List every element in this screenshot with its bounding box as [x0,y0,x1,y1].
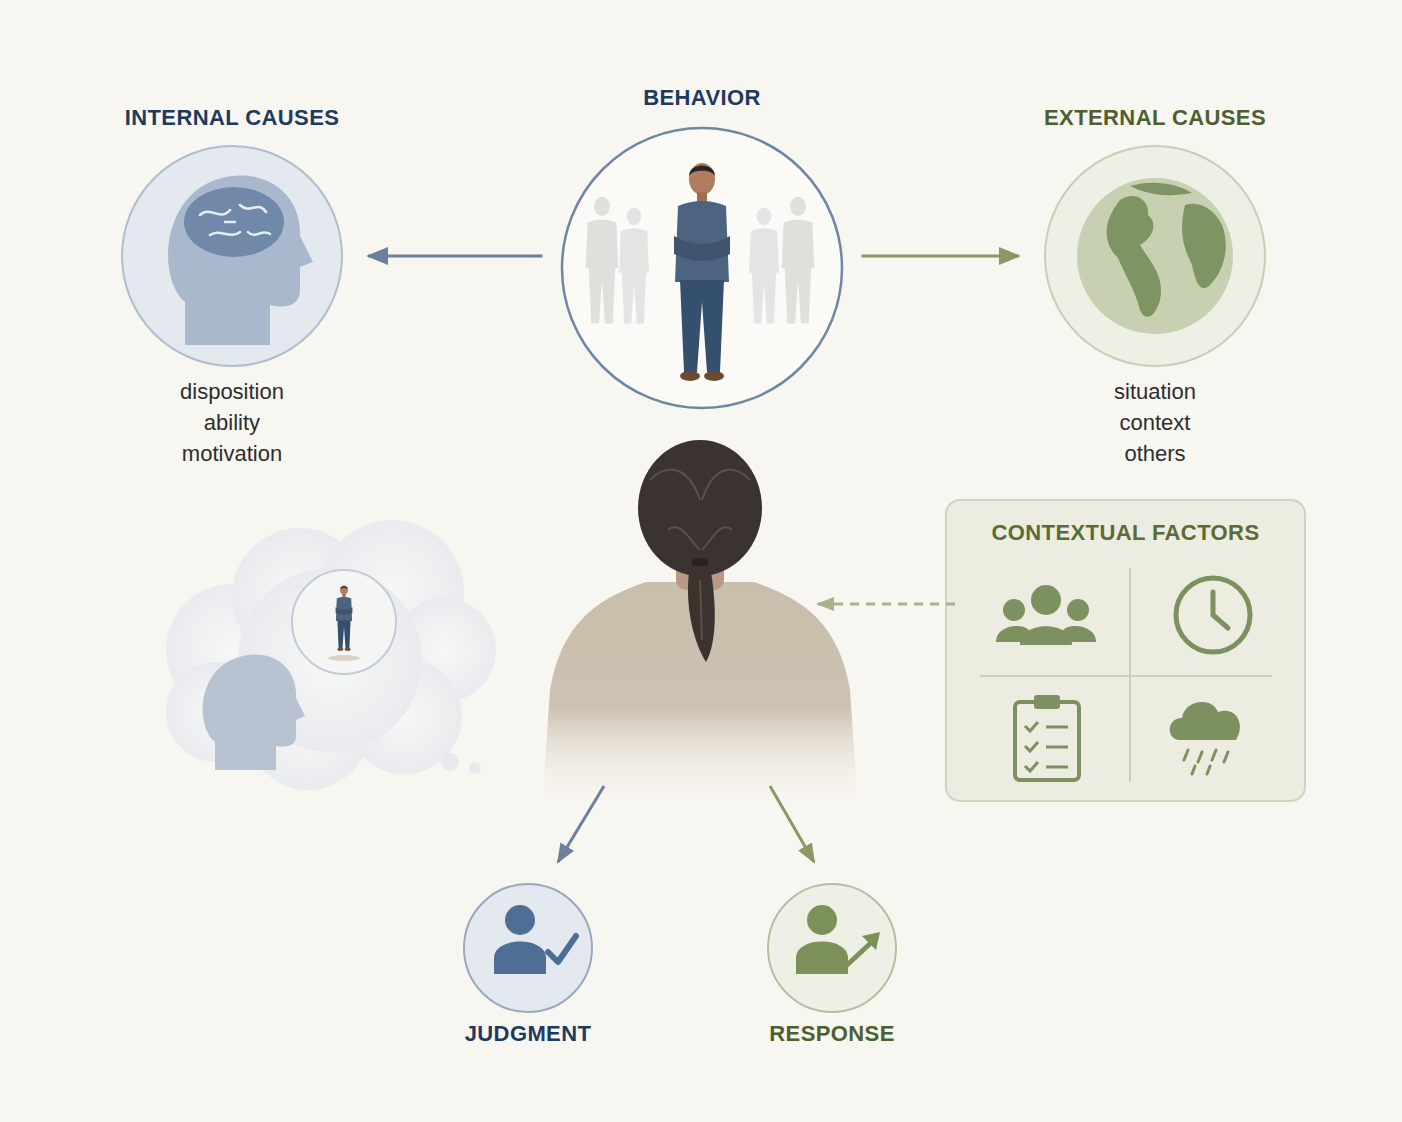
cause-arrow [861,255,1019,258]
context-panel: CONTEXTUAL FACTORS [945,499,1306,802]
node-heading: INTERNAL CAUSES [100,100,364,136]
node-body: situation context others [1114,376,1196,469]
cause-circle-outline [1043,144,1267,368]
node-heading: EXTERNAL CAUSES [1023,100,1287,136]
outcome-circle: RESPONSE [750,880,914,1055]
outcome-circle: JUDGMENT [446,880,610,1055]
behavior-circle: BEHAVIOR [540,80,864,416]
thought-cloud [166,520,496,790]
cause-arrow [368,255,543,258]
response-icon [796,905,880,974]
rain-icon [1170,702,1240,774]
clipboard-icon [1015,695,1079,780]
outcome-circle-outline [462,882,594,1014]
behavior-figures [586,163,814,381]
outcome-circle-outline [766,882,898,1014]
node-body: disposition ability motivation [180,376,284,469]
cause-circle: EXTERNAL CAUSES situation context others [1023,100,1287,470]
brain-head-icon [168,175,313,345]
observer-figure [542,440,858,810]
people-icon [996,585,1096,645]
response-arrow [770,786,814,862]
judgment-icon [494,905,576,974]
node-heading: BEHAVIOR [540,80,864,116]
node-heading: JUDGMENT [446,1016,610,1052]
clock-icon [1176,578,1250,652]
cause-circle: INTERNAL CAUSES disposition ability motiv… [100,100,364,470]
globe-icon [1077,178,1233,334]
behavior-circle-outline [560,126,844,410]
node-heading: CONTEXTUAL FACTORS [945,515,1306,551]
context-icons [980,568,1272,782]
judgment-arrow [558,786,604,862]
node-heading: RESPONSE [750,1016,914,1052]
cause-circle-outline [120,144,344,368]
context-arrow [818,603,955,606]
